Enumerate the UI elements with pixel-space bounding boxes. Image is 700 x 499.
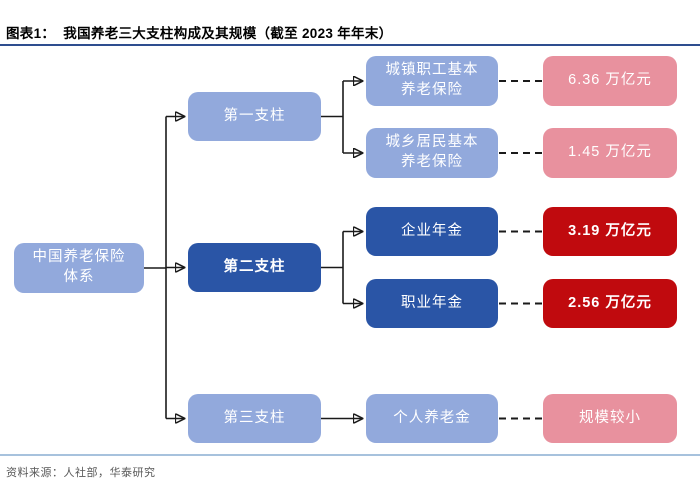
value-label: 6.36 万亿元	[568, 72, 652, 89]
bottom-divider	[0, 454, 700, 456]
pillar-1-node: 第一支柱	[188, 92, 321, 141]
scheme-node-urban-employee: 城镇职工基本 养老保险	[366, 56, 498, 106]
pillar-3-node: 第三支柱	[188, 394, 321, 443]
source-note: 资料来源：人社部，华泰研究	[6, 467, 156, 479]
value-node-urban-employee: 6.36 万亿元	[543, 56, 677, 106]
title-underline	[0, 44, 700, 46]
scheme-label: 职业年金	[401, 294, 463, 311]
figure-title: 图表1： 我国养老三大支柱构成及其规模（截至 2023 年年末）	[6, 26, 393, 41]
scheme-node-urban-rural-resident: 城乡居民基本 养老保险	[366, 128, 498, 178]
value-label: 1.45 万亿元	[568, 144, 652, 161]
value-node-occupational-annuity: 2.56 万亿元	[543, 279, 677, 328]
pillar-1-label: 第一支柱	[223, 107, 286, 124]
pillar-3-label: 第三支柱	[223, 409, 286, 426]
root-node-label: 中国养老保险 体系	[32, 249, 126, 285]
scheme-label: 企业年金	[401, 222, 463, 239]
value-node-enterprise-annuity: 3.19 万亿元	[543, 207, 677, 256]
scheme-node-personal-pension: 个人养老金	[366, 394, 498, 443]
scheme-label: 城乡居民基本 养老保险	[385, 134, 479, 170]
value-label: 规模较小	[579, 409, 641, 426]
scheme-label: 个人养老金	[393, 409, 471, 426]
scheme-label: 城镇职工基本 养老保险	[385, 62, 479, 98]
pillar-2-label: 第二支柱	[223, 258, 286, 275]
pillar-2-node: 第二支柱	[188, 243, 321, 292]
value-label: 3.19 万亿元	[568, 222, 652, 239]
value-node-urban-rural-resident: 1.45 万亿元	[543, 128, 677, 178]
scheme-node-occupational-annuity: 职业年金	[366, 279, 498, 328]
root-node-pension-system: 中国养老保险 体系	[14, 243, 144, 293]
scheme-node-enterprise-annuity: 企业年金	[366, 207, 498, 256]
value-node-personal-pension: 规模较小	[543, 394, 677, 443]
value-label: 2.56 万亿元	[568, 294, 652, 311]
